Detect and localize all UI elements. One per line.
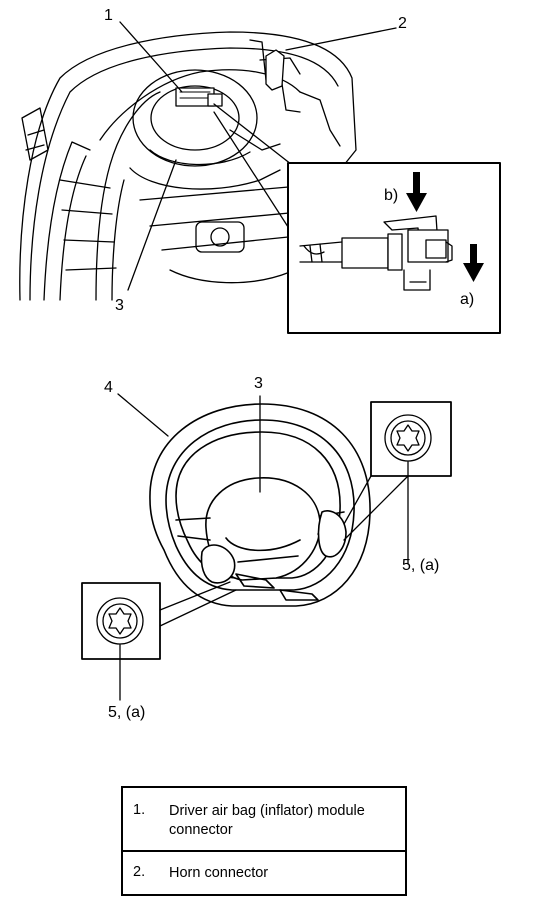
- legend-row: 1. Driver air bag (inflator) module conn…: [123, 788, 405, 852]
- legend-number: 2.: [133, 864, 146, 880]
- callout-1: 1: [104, 7, 113, 24]
- callout-3-bottom: 3: [254, 375, 263, 392]
- legend-text: Horn connector: [169, 865, 269, 881]
- bolt-inset-left: [81, 581, 237, 701]
- legend-row: 2. Horn connector: [123, 850, 405, 896]
- callout-5-right: 5, (a): [402, 557, 440, 574]
- callout-3-top: 3: [115, 297, 124, 314]
- dashboard-sketch: [19, 31, 357, 301]
- callout-detail-a: a): [460, 291, 475, 308]
- callout-4: 4: [104, 379, 113, 396]
- leader-2: [285, 27, 397, 51]
- detail-leader: [213, 103, 297, 231]
- bolt-inset-right: [343, 401, 452, 565]
- callout-detail-b: b): [384, 187, 399, 204]
- leader-1: [119, 21, 183, 93]
- legend-table: 1. Driver air bag (inflator) module conn…: [121, 786, 407, 896]
- connector-detail-box: [287, 162, 501, 334]
- legend-number: 1.: [133, 802, 146, 818]
- callout-5-left: 5, (a): [108, 704, 146, 721]
- leader-3-top: [127, 159, 177, 291]
- callout-2: 2: [398, 15, 407, 32]
- leader-4: [117, 393, 169, 437]
- legend-text: Driver air bag (inflator) module connect…: [169, 803, 365, 838]
- steering-wheel: [149, 403, 371, 607]
